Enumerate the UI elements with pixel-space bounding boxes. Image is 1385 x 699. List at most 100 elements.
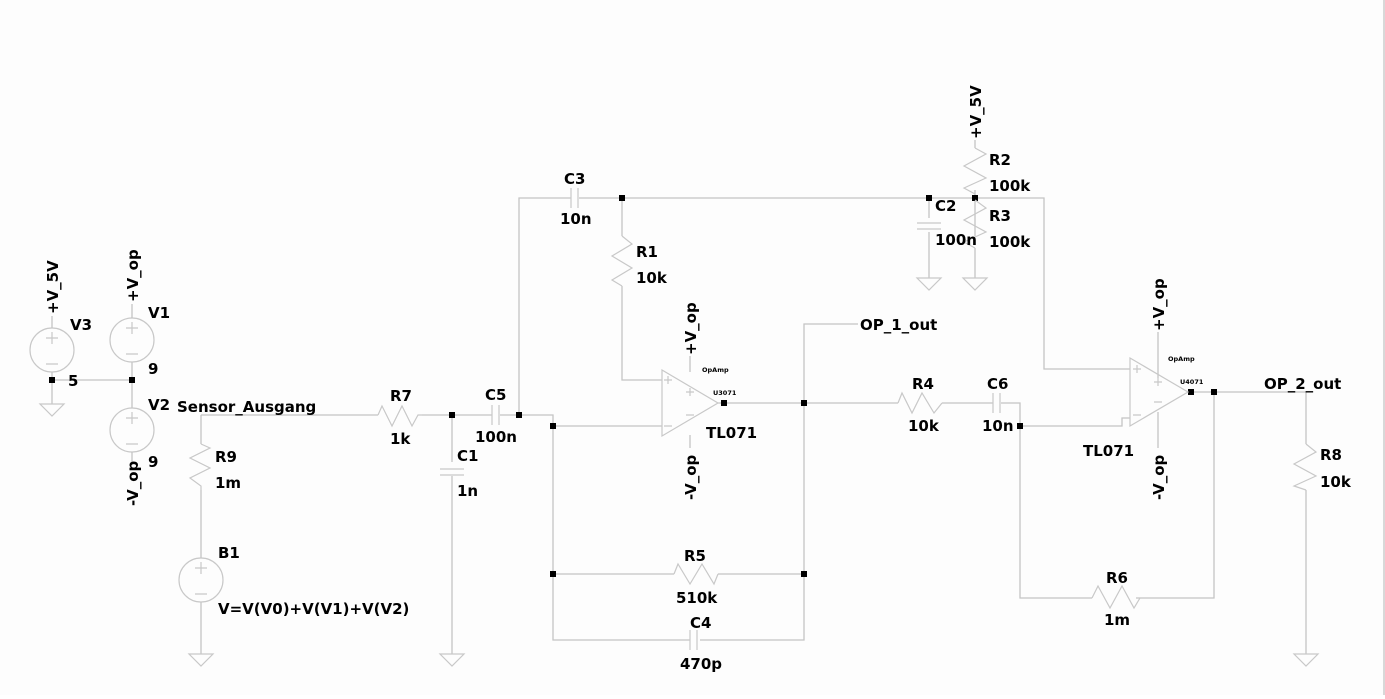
component-name: R9 xyxy=(215,448,237,466)
component-name: R1 xyxy=(636,243,658,261)
capacitor-icon xyxy=(440,468,464,476)
component-name: C3 xyxy=(564,170,585,188)
wire xyxy=(500,414,690,641)
component-value: 1m xyxy=(215,474,241,492)
component-value: 10n xyxy=(560,210,592,228)
resistor-R3[interactable]: R3 100k xyxy=(962,199,1031,251)
voltage-source-V3[interactable]: V3 5 +V_5V xyxy=(29,260,92,390)
junction-dot xyxy=(972,195,978,201)
component-name: R8 xyxy=(1320,446,1342,464)
resistor-R5[interactable]: R5 510k xyxy=(673,547,719,607)
net-label-sensor: Sensor_Ausgang xyxy=(177,398,316,416)
junction-dot xyxy=(129,377,135,383)
component-name: R6 xyxy=(1106,569,1128,587)
component-value: 10k xyxy=(908,417,940,435)
component-name: R3 xyxy=(989,207,1011,225)
capacitor-C1[interactable]: C1 1n xyxy=(440,447,478,500)
junction-dot xyxy=(516,412,522,418)
component-name: V3 xyxy=(70,316,92,334)
capacitor-C3[interactable]: C3 10n xyxy=(560,170,592,228)
component-value: V=V(V0)+V(V1)+V(V2) xyxy=(218,600,409,618)
component-name: C4 xyxy=(690,614,711,632)
wire xyxy=(621,286,662,381)
junction-dot xyxy=(1017,423,1023,429)
net-label: +V_op xyxy=(682,302,700,355)
wire xyxy=(1001,402,1092,599)
component-value: 1m xyxy=(1104,611,1130,629)
ground-icon[interactable] xyxy=(1292,653,1320,667)
net-label: +V_op xyxy=(1150,278,1168,331)
ground-icon[interactable] xyxy=(38,403,66,417)
junction-dot xyxy=(550,423,556,429)
net-label: +V_5V xyxy=(44,260,62,314)
opamp-icon xyxy=(1129,356,1190,428)
opamp-pin-signs xyxy=(1133,365,1162,416)
component-value: 5 xyxy=(68,372,78,390)
net-label: -V_op xyxy=(124,460,142,506)
net-label-op1-out: OP_1_out xyxy=(860,316,937,334)
component-name: C2 xyxy=(935,197,956,215)
junction-dot xyxy=(550,571,556,577)
component-name: R5 xyxy=(684,547,706,565)
voltage-source-V1[interactable]: V1 9 +V_op xyxy=(109,249,170,378)
resistor-icon xyxy=(962,147,988,195)
resistor-R9[interactable]: R9 1m xyxy=(188,443,241,492)
component-value: 9 xyxy=(148,453,158,471)
capacitor-C2[interactable]: C2 100n xyxy=(917,197,977,249)
resistor-icon xyxy=(673,562,719,586)
resistor-icon xyxy=(610,235,634,287)
resistor-R8[interactable]: R8 10k xyxy=(1292,443,1352,491)
polarity-icon xyxy=(126,412,138,445)
component-value: 1k xyxy=(390,430,411,448)
vertical-scrollbar[interactable] xyxy=(1383,0,1385,695)
capacitor-C5[interactable]: C5 100n xyxy=(475,386,517,446)
junction-dot xyxy=(449,412,455,418)
grounds xyxy=(38,277,1320,667)
component-name: C5 xyxy=(485,386,506,404)
opamp-instance-label: U3071 xyxy=(713,389,737,397)
opamp-U2[interactable]: OpAmp U4071 TL071 +V_op -V_op xyxy=(1083,278,1204,500)
opamp-type-label: OpAmp xyxy=(1168,355,1195,363)
resistor-icon xyxy=(962,199,988,249)
net-label: +V_op xyxy=(124,249,142,302)
junction-dot xyxy=(1211,389,1217,395)
polarity-icon xyxy=(126,322,138,355)
junction-dot xyxy=(801,400,807,406)
component-name: B1 xyxy=(218,544,240,562)
opamp-U1[interactable]: OpAmp U3071 TL071 +V_op -V_op xyxy=(661,302,757,500)
component-value: 470p xyxy=(680,655,722,673)
wire xyxy=(579,197,1130,370)
capacitor-C6[interactable]: C6 10n xyxy=(982,375,1014,435)
component-name: V1 xyxy=(148,304,170,322)
junction-dot xyxy=(926,195,932,201)
behavioral-source-B1[interactable]: B1 V=V(V0)+V(V1)+V(V2) xyxy=(178,544,409,618)
polarity-icon xyxy=(195,562,207,595)
resistor-R4[interactable]: R4 10k xyxy=(897,375,943,435)
capacitor-icon xyxy=(917,222,941,230)
net-label: -V_op xyxy=(682,454,700,500)
component-value: 100n xyxy=(475,428,517,446)
opamp-model: TL071 xyxy=(1083,442,1134,460)
component-value: 100k xyxy=(989,233,1031,251)
wire xyxy=(700,323,858,641)
resistor-R7[interactable]: R7 1k xyxy=(377,387,422,448)
component-name: V2 xyxy=(148,396,170,414)
ground-icon[interactable] xyxy=(187,653,215,667)
junction-dot xyxy=(1188,389,1194,395)
ground-icon[interactable] xyxy=(961,277,989,291)
resistor-icon xyxy=(897,391,943,415)
resistor-icon xyxy=(1091,584,1141,610)
capacitor-C4[interactable]: C4 470p xyxy=(680,614,722,673)
resistor-R6[interactable]: R6 1m xyxy=(1091,569,1141,629)
ground-icon[interactable] xyxy=(438,653,466,667)
voltage-source-V2[interactable]: V2 9 -V_op xyxy=(109,396,170,506)
component-value: 100n xyxy=(935,231,977,249)
resistor-R2[interactable]: R2 100k xyxy=(962,147,1031,195)
capacitor-icon xyxy=(491,405,500,425)
capacitor-icon xyxy=(570,188,579,208)
component-value: 100k xyxy=(989,177,1031,195)
ground-icon[interactable] xyxy=(915,277,943,291)
resistor-R1[interactable]: R1 10k xyxy=(610,235,668,287)
opamp-type-label: OpAmp xyxy=(702,366,729,374)
